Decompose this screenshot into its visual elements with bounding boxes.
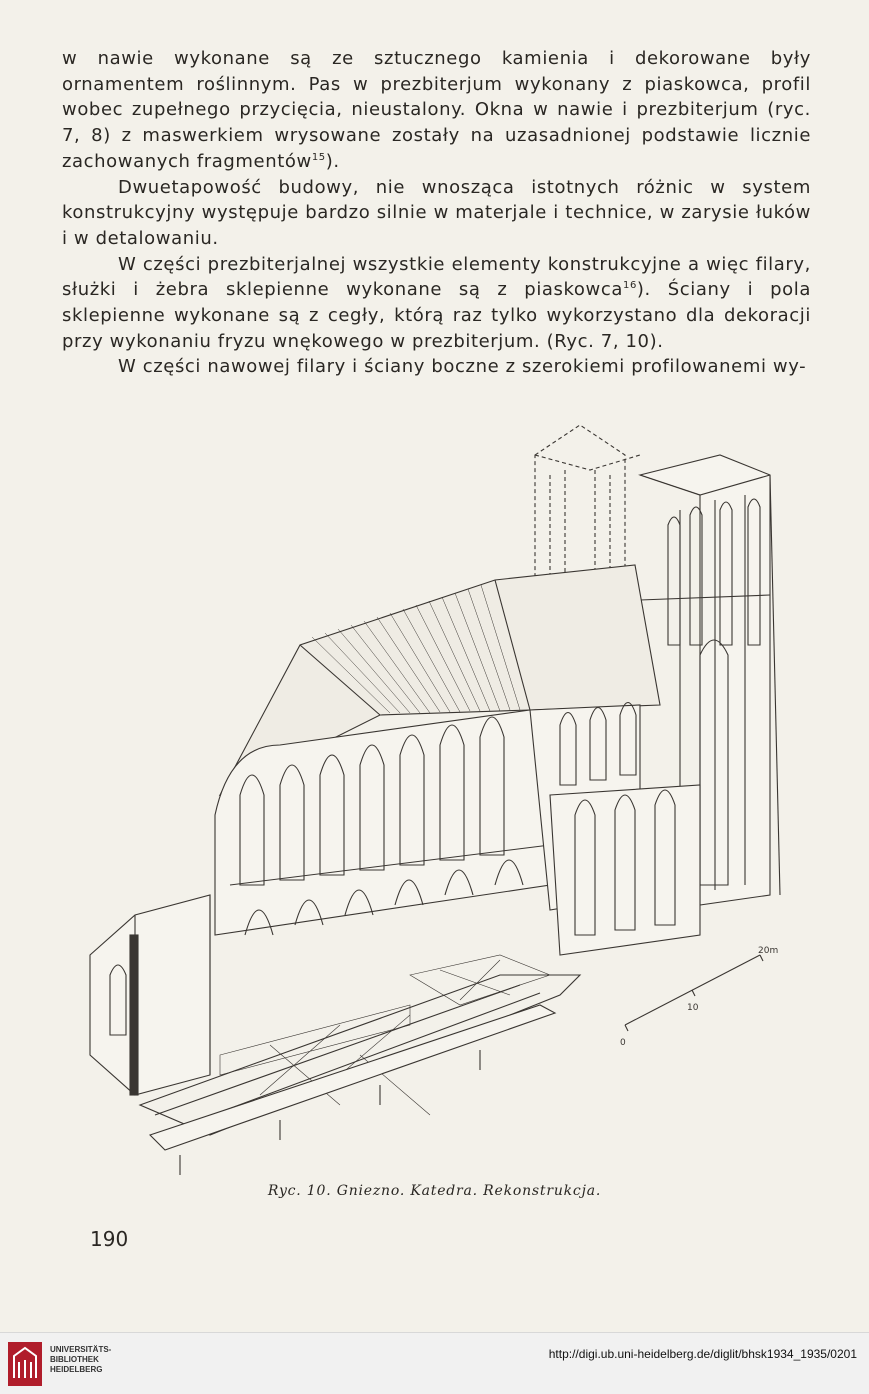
apse-section: [89, 894, 211, 1096]
library-name-line-1: UNIVERSITÄTS-: [50, 1345, 112, 1354]
scale-label-20m: 20m: [758, 946, 778, 956]
scale-label-0: 0: [620, 1038, 626, 1048]
paragraph-3-end: ). Ściany i pola sklepienne wykonane są …: [62, 279, 811, 352]
paragraph-3: W części prezbiterjalnej wszystkie eleme…: [62, 252, 811, 355]
paragraph-3-text: W części prezbiterjalnej wszystkie eleme…: [62, 253, 811, 301]
document-url-link[interactable]: http://digi.ub.uni-heidelberg.de/diglit/…: [548, 1347, 857, 1361]
scale-label-10: 10: [687, 1003, 699, 1013]
dashed-tower: [534, 424, 641, 586]
paragraph-1-end: ).: [325, 150, 340, 172]
cathedral-reconstruction-drawing: 0 10 20m: [89, 424, 781, 1175]
paragraph-1-text: w nawie wykonane są ze sztucznego kamien…: [62, 48, 811, 172]
library-name-line-2: BIBLIOTHEK: [50, 1355, 99, 1364]
library-name: UNIVERSITÄTS- BIBLIOTHEK HEIDELBERG: [50, 1345, 111, 1375]
paragraph-1: w nawie wykonane są ze sztucznego kamien…: [62, 46, 811, 175]
floor-plan: [138, 954, 582, 1175]
south-aisle: [529, 701, 701, 956]
footnote-ref-15: 15: [311, 151, 326, 163]
body-text: w nawie wykonane są ze sztucznego kamien…: [62, 46, 811, 380]
paragraph-2: Dwuetapowość budowy, nie wnosząca istotn…: [62, 176, 811, 249]
page-number: 190: [90, 1227, 129, 1251]
figure-caption: Ryc. 10. Gniezno. Katedra. Rekonstrukcja…: [267, 1183, 602, 1199]
scale-bar: 0 10 20m: [620, 946, 778, 1048]
nave-arcade: [214, 709, 551, 936]
library-name-line-3: HEIDELBERG: [50, 1365, 103, 1374]
book-page: w nawie wykonane są ze sztucznego kamien…: [62, 46, 811, 1251]
footnote-ref-16: 16: [622, 280, 637, 292]
paragraph-4: W części nawowej filary i ściany boczne …: [118, 356, 807, 378]
viewer-footer: UNIVERSITÄTS- BIBLIOTHEK HEIDELBERG http…: [0, 1332, 869, 1394]
west-tower: [638, 454, 781, 906]
university-library-logo-icon: [8, 1342, 42, 1386]
